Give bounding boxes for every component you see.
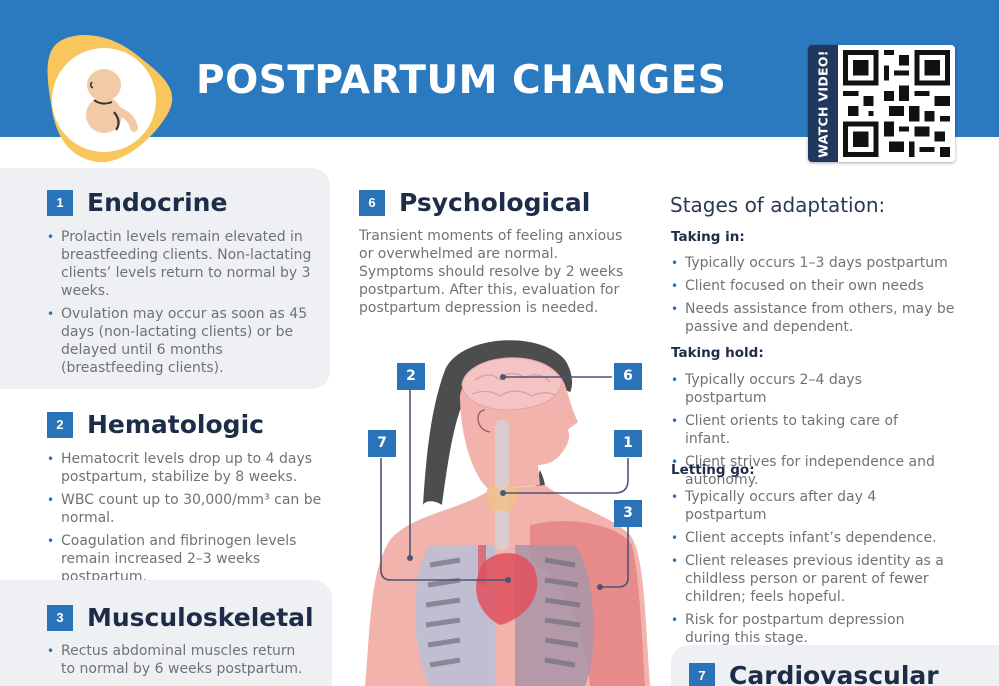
- section-number-badge: 6: [359, 189, 385, 216]
- list-item: Prolactin levels remain elevated in brea…: [47, 228, 322, 300]
- list-item: Rectus abdominal muscles return to norma…: [47, 642, 307, 678]
- list-item: Hematocrit levels drop up to 4 days post…: [47, 450, 337, 486]
- list-item: Client focused on their own needs: [671, 277, 961, 295]
- psychological-text: Transient moments of feeling anxious or …: [359, 228, 624, 316]
- stage-heading-letting-go: Letting go:: [671, 462, 755, 478]
- section-title: Endocrine: [87, 188, 228, 217]
- callout-psychological: 6: [614, 363, 642, 390]
- section-title: Hematologic: [87, 410, 264, 439]
- list-item: Client accepts infant’s dependence.: [671, 529, 951, 547]
- fetus-icon: [47, 35, 173, 163]
- list-item: Ovulation may occur as soon as 45 days (…: [47, 305, 322, 377]
- watch-video-label-strip: WATCH VIDEO!: [808, 45, 838, 162]
- stage-heading-taking-in: Taking in:: [671, 229, 745, 245]
- callout-musculoskeletal: 3: [614, 500, 642, 527]
- hematologic-heading: 2 Hematologic: [47, 410, 264, 439]
- section-title: Musculoskeletal: [87, 603, 314, 632]
- endocrine-bullets: Prolactin levels remain elevated in brea…: [47, 228, 322, 382]
- callout-hematologic: 2: [397, 363, 425, 390]
- section-number-badge: 1: [47, 189, 73, 216]
- musculoskeletal-bullets: Rectus abdominal muscles return to norma…: [47, 642, 307, 683]
- callout-cardiovascular: 7: [368, 430, 396, 457]
- stage-heading-taking-hold: Taking hold:: [671, 345, 764, 361]
- psychological-heading: 6 Psychological: [359, 188, 590, 217]
- page-title: POSTPARTUM CHANGES: [196, 58, 727, 103]
- watch-video-label: WATCH VIDEO!: [815, 49, 831, 158]
- section-number-badge: 2: [47, 411, 73, 438]
- section-title: Cardiovascular: [729, 661, 939, 686]
- list-item: Typically occurs 1–3 days postpartum: [671, 254, 961, 272]
- human-torso-anatomy-icon: 2 6 7 1 3: [350, 330, 660, 686]
- hematologic-bullets: Hematocrit levels drop up to 4 days post…: [47, 450, 337, 591]
- list-item: Coagulation and fibrinogen levels remain…: [47, 532, 337, 586]
- cardiovascular-card: [671, 645, 999, 686]
- list-item: Typically occurs 2–4 days postpartum: [671, 371, 941, 407]
- section-number-badge: 3: [47, 604, 73, 631]
- qr-code-icon[interactable]: [838, 45, 955, 162]
- list-item: Typically occurs after day 4 postpartum: [671, 488, 951, 524]
- list-item: Client releases previous identity as a c…: [671, 552, 951, 606]
- endocrine-heading: 1 Endocrine: [47, 188, 227, 217]
- list-item: Client orients to taking care of infant.: [671, 412, 941, 448]
- musculoskeletal-heading: 3 Musculoskeletal: [47, 603, 314, 632]
- watch-video-qr[interactable]: WATCH VIDEO!: [808, 45, 955, 162]
- list-item: Needs assistance from others, may be pas…: [671, 300, 961, 336]
- letting-go-bullets: Typically occurs after day 4 postpartum …: [671, 488, 951, 652]
- list-item: WBC count up to 30,000/mm³ can be normal…: [47, 491, 337, 527]
- taking-in-bullets: Typically occurs 1–3 days postpartum Cli…: [671, 254, 961, 341]
- stages-title: Stages of adaptation:: [670, 193, 886, 217]
- taking-hold-bullets: Typically occurs 2–4 days postpartum Cli…: [671, 371, 941, 494]
- cardiovascular-heading: 7 Cardiovascular: [689, 661, 939, 686]
- section-number-badge: 7: [689, 662, 715, 686]
- section-title: Psychological: [399, 188, 591, 217]
- list-item: Risk for postpartum depression during th…: [671, 611, 951, 647]
- callout-endocrine: 1: [614, 430, 642, 457]
- list-item: Client strives for independence and auto…: [671, 453, 941, 489]
